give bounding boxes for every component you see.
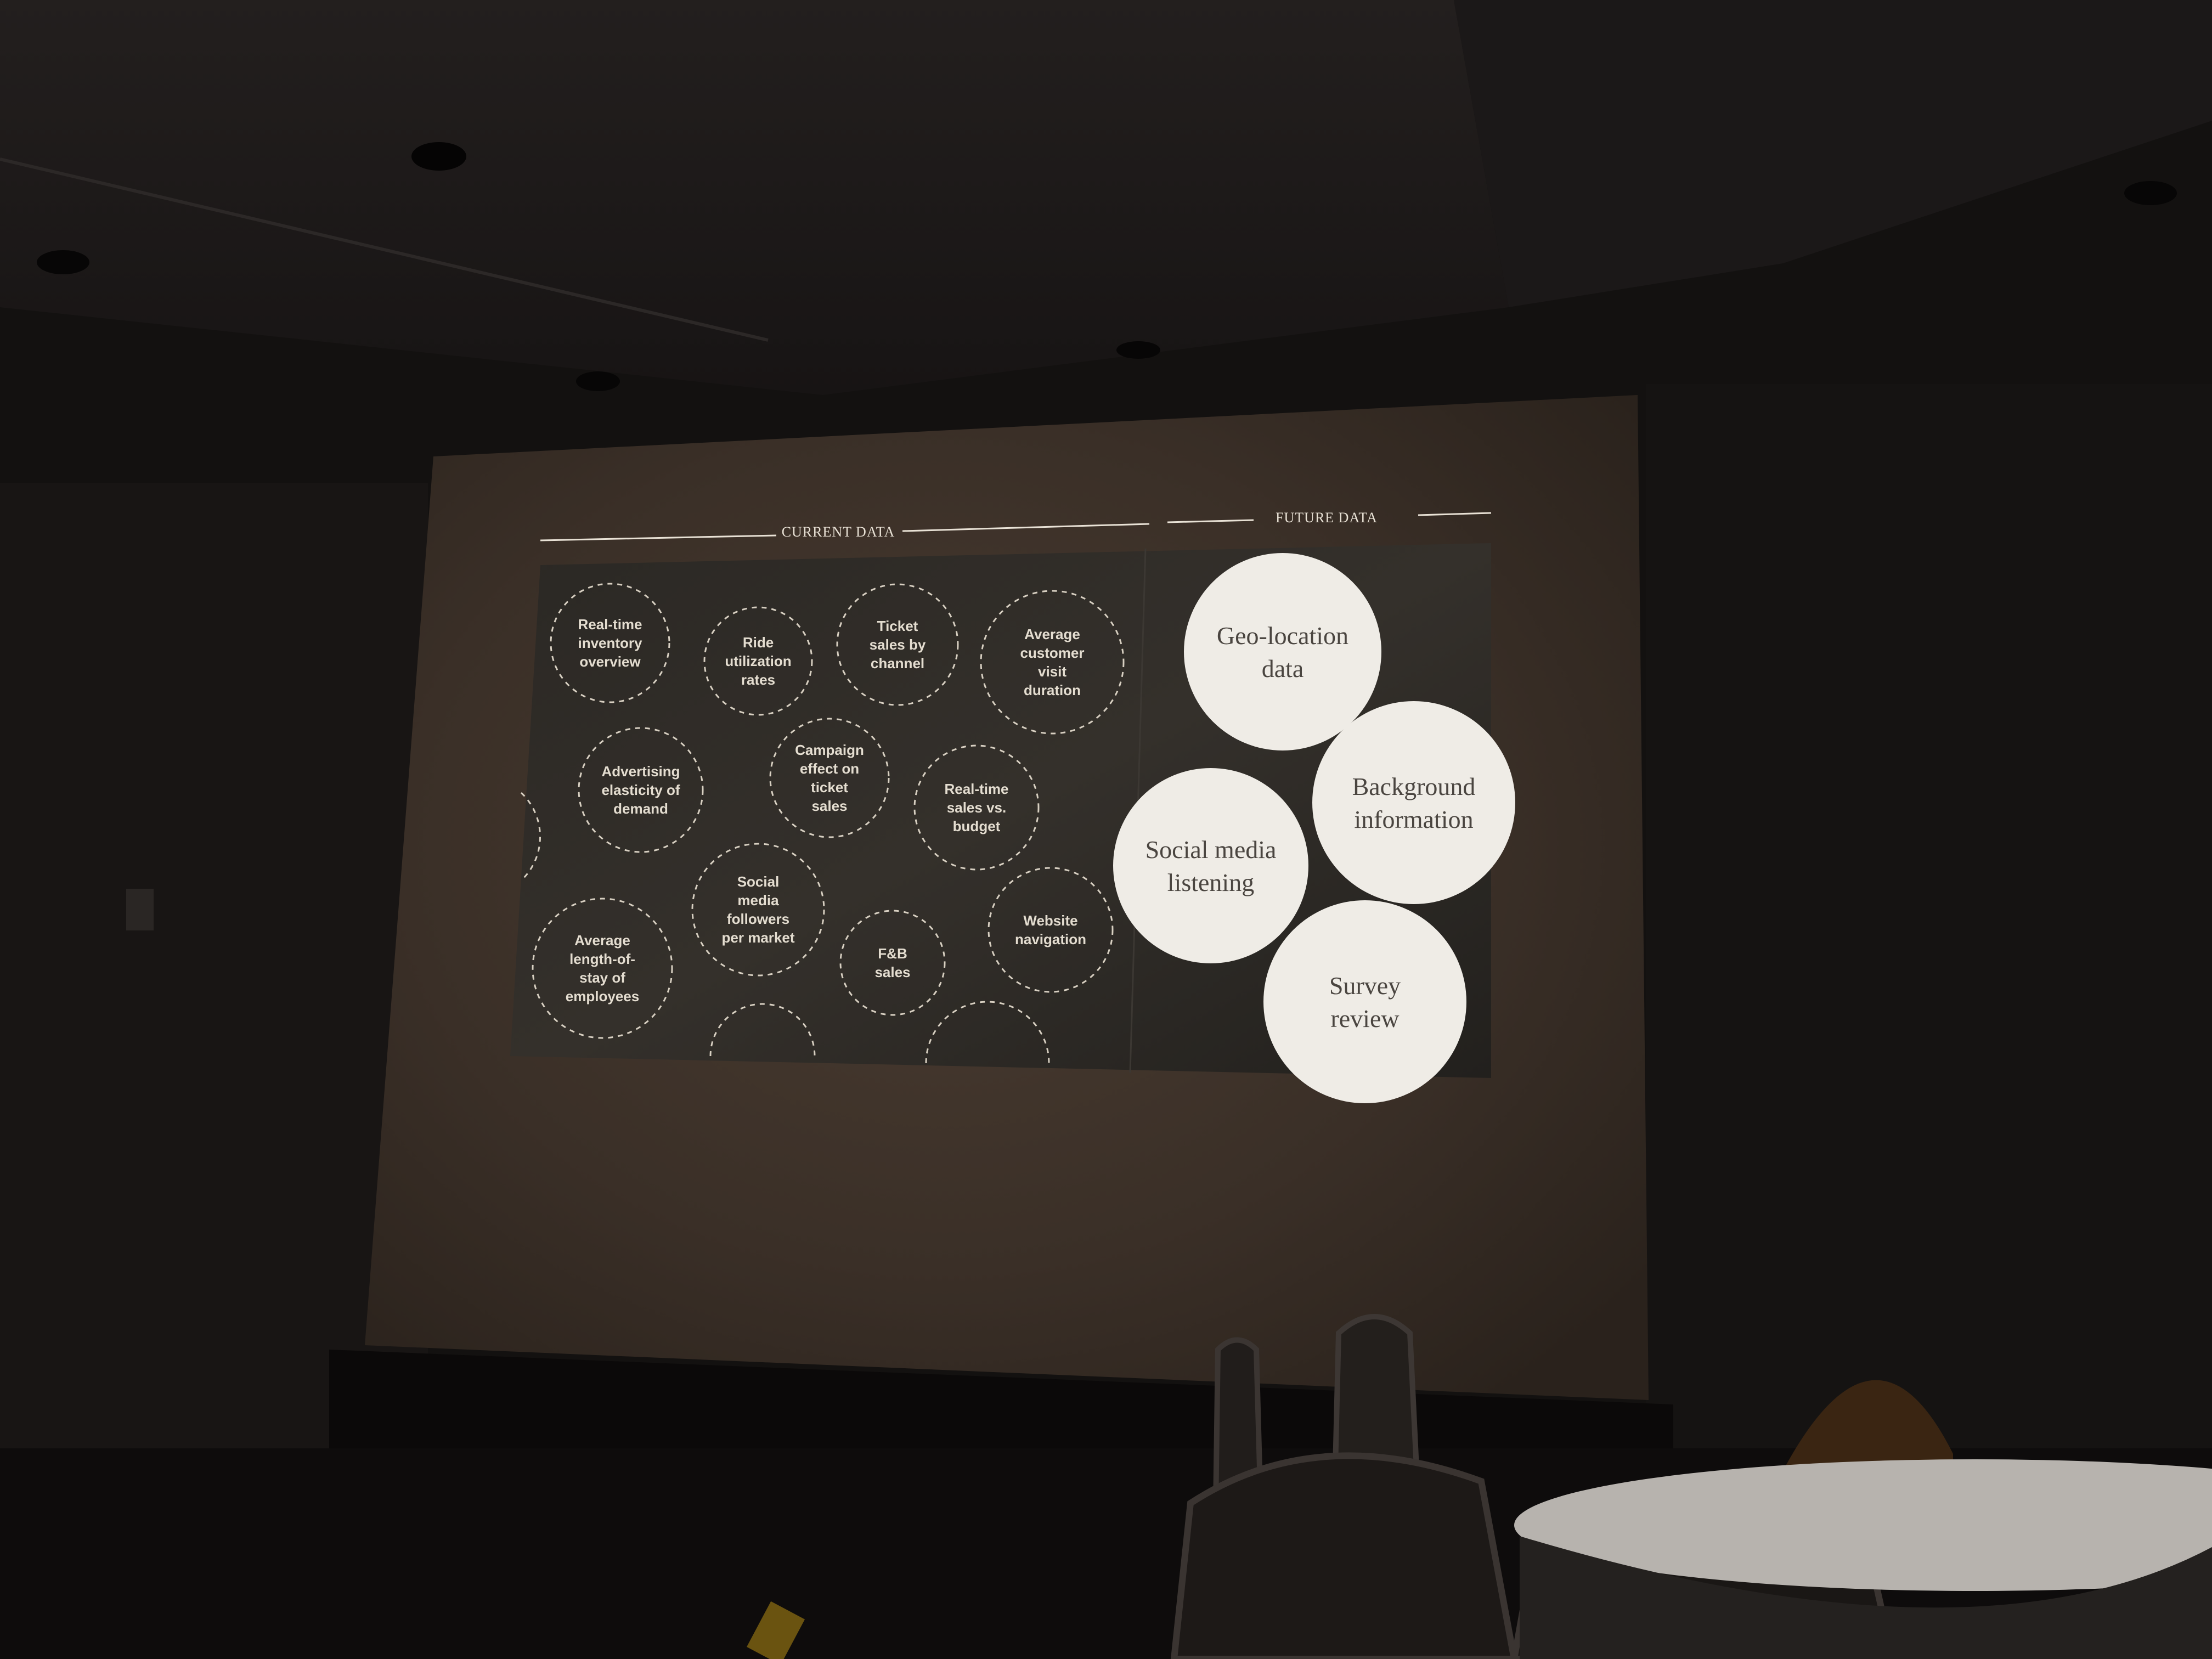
current-data-label: visit (1038, 663, 1066, 680)
future-data-circle (1312, 701, 1515, 904)
current-data-circle (578, 727, 704, 853)
current-data-circle (769, 718, 890, 838)
future-data-label: review (1330, 1005, 1400, 1032)
current-header-rule-right (902, 523, 1150, 532)
round-table (1514, 1459, 2212, 1591)
chair-back (1170, 1452, 1518, 1659)
future-data-circle (1263, 900, 1466, 1103)
current-data-label: sales (811, 798, 847, 814)
ceiling-light-icon (411, 142, 466, 171)
current-data-label: duration (1024, 682, 1081, 698)
current-data-circle (703, 606, 813, 716)
current-data-circle (550, 583, 670, 703)
current-data-label: navigation (1015, 931, 1086, 947)
future-data-label: Social media (1146, 836, 1277, 864)
right-wall (1646, 384, 2212, 1454)
current-data-circle (836, 583, 959, 706)
current-data-circle (532, 898, 673, 1039)
current-data-label: budget (953, 818, 1001, 834)
current-data-label: effect on (800, 760, 859, 777)
ceiling-light-icon (37, 250, 89, 274)
future-header-rule-right (1418, 512, 1492, 516)
ceiling-light-icon (1116, 341, 1160, 359)
ceiling-edge-line (0, 157, 769, 342)
future-data-label: listening (1167, 868, 1254, 896)
current-data-label: media (737, 892, 779, 909)
current-data-label: sales by (870, 636, 926, 653)
current-data-label: Advertising (601, 763, 680, 780)
current-data-label: Ticket (877, 618, 918, 634)
current-data-header: CURRENT DATA (782, 524, 895, 540)
current-data-label: overview (579, 653, 641, 670)
current-data-label: utilization (725, 653, 791, 669)
current-data-label: employees (566, 988, 639, 1005)
ceiling-soffit (1454, 0, 2212, 307)
current-data-label: ticket (811, 779, 848, 795)
current-data-group: Real-time inventory overview Ride utilizatio… (532, 583, 1125, 1039)
current-data-circle (988, 867, 1114, 993)
future-data-header: FUTURE DATA (1276, 510, 1378, 526)
future-data-label: Background (1352, 772, 1476, 800)
current-data-label: per market (722, 929, 795, 946)
current-data-label: Website (1023, 912, 1077, 929)
future-data-label: data (1262, 654, 1304, 682)
current-data-label: Real-time (578, 616, 642, 633)
future-data-circle (1113, 768, 1308, 963)
current-data-circle (691, 843, 825, 977)
current-data-label: inventory (578, 635, 642, 651)
wall-switch-icon (126, 889, 154, 930)
current-data-label: stay of (579, 969, 625, 986)
future-header-rule-left (1167, 519, 1254, 523)
current-data-label: Campaign (795, 742, 864, 758)
current-data-label: followers (727, 911, 789, 927)
current-data-label: Average (574, 932, 630, 949)
future-data-label: information (1354, 805, 1473, 833)
current-data-label: Average (1024, 626, 1080, 642)
current-data-label: Ride (743, 634, 774, 651)
current-data-label: demand (613, 800, 668, 817)
current-data-label: elasticity of (601, 782, 680, 798)
current-data-label: channel (871, 655, 924, 672)
current-data-label: rates (741, 672, 775, 688)
partial-circle-bottom (709, 1003, 816, 1057)
current-data-label: F&B (878, 945, 907, 962)
current-data-circle (980, 590, 1125, 735)
current-data-label: length-of- (569, 951, 635, 967)
current-data-label: customer (1020, 645, 1084, 661)
ceiling-light-icon (576, 371, 620, 391)
left-wall (0, 483, 428, 1448)
current-data-circle (913, 744, 1040, 871)
floor-glint (747, 1601, 805, 1659)
round-table-base (1520, 1536, 2212, 1659)
ceiling-light-icon (2124, 181, 2177, 205)
current-data-label: Social (737, 873, 780, 890)
current-data-label: sales (874, 964, 910, 980)
current-data-circle (839, 910, 946, 1016)
current-data-label: Real-time (944, 781, 1008, 797)
future-data-label: Survey (1329, 972, 1401, 1000)
current-header-rule-left (540, 534, 777, 541)
ceiling (0, 0, 1509, 395)
partial-circle-left (520, 792, 541, 879)
current-data-label: sales vs. (947, 799, 1006, 816)
future-data-label: Geo-location (1217, 622, 1348, 650)
future-data-circle (1184, 553, 1381, 751)
